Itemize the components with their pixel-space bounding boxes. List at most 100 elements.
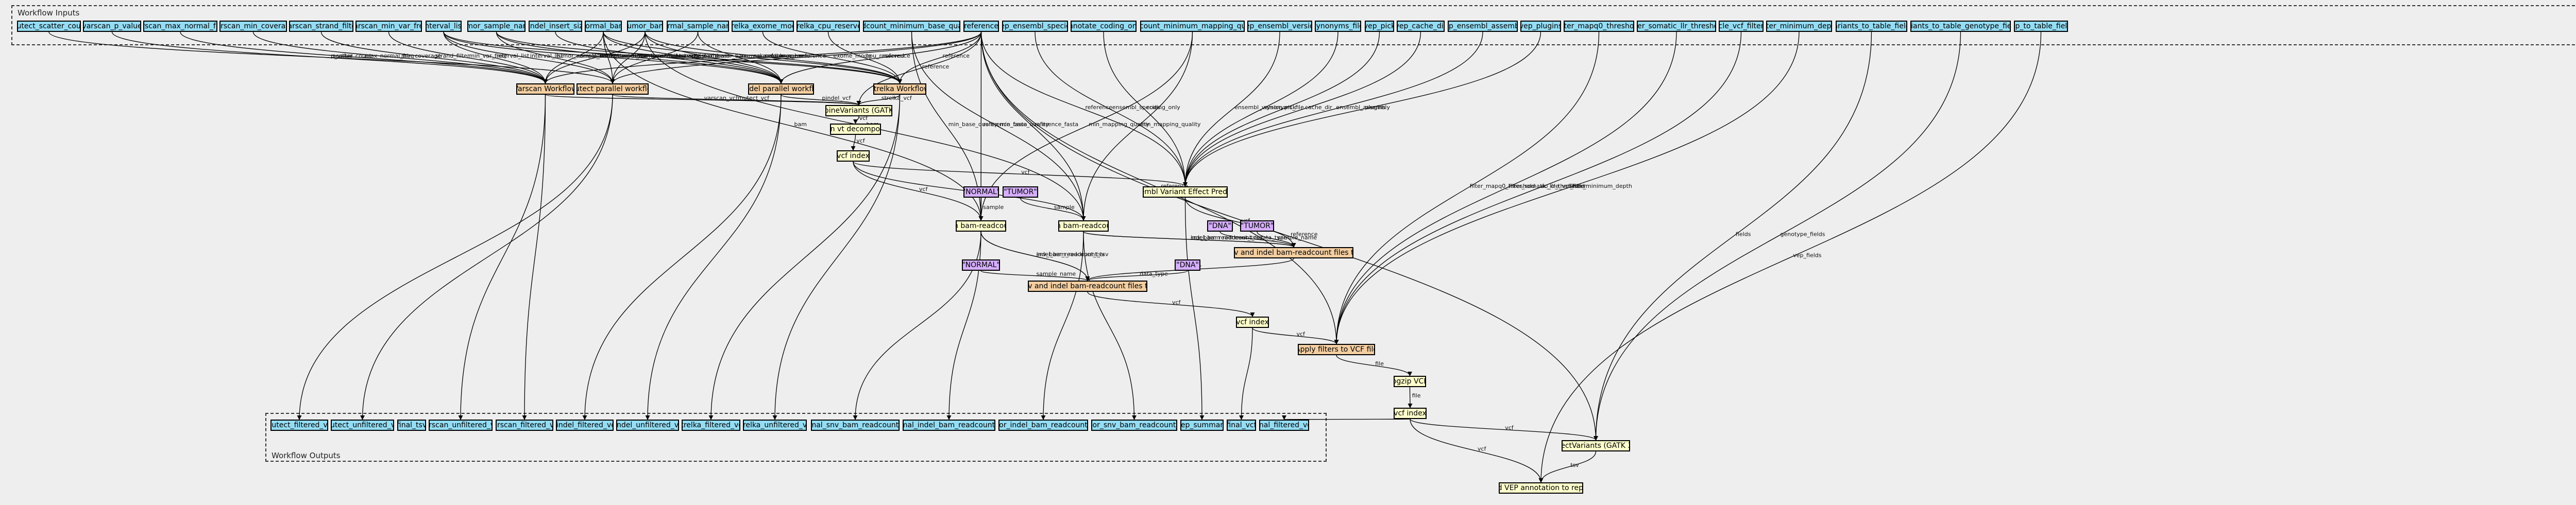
output-final-vcf[interactable]: final_vcf xyxy=(1227,420,1256,431)
output-pindel-filtered-vcf[interactable]: pindel_filtered_vcf xyxy=(556,420,614,431)
add-readcount-dna-step[interactable]: Add snv and indel bam-readcount files to… xyxy=(1028,281,1147,292)
edge-label-do_cle_vcf_filter: do_cle_vcf_filter xyxy=(1541,183,1587,189)
vep-report-step[interactable]: add VEP annotation to report xyxy=(1499,482,1583,494)
vcf-index-step-1[interactable]: vcf index xyxy=(837,150,870,162)
vcf-index-step-3[interactable]: vcf index xyxy=(1394,408,1427,419)
apply-filters-step[interactable]: Apply filters to VCF file xyxy=(1298,344,1375,355)
input-readcount-minimum-base-quality[interactable]: readcount_minimum_base_quality xyxy=(863,21,960,32)
input-vep-ensembl-species[interactable]: vep_ensembl_species xyxy=(1002,21,1068,32)
input-varscan-min-var-freq[interactable]: varscan_min_var_freq xyxy=(355,21,422,32)
combine-variants-step[interactable]: CombineVariants (GATK 3.6) xyxy=(825,105,892,116)
output-final-filtered-vcf[interactable]: final_filtered_vcf xyxy=(1259,420,1309,431)
input-cle-vcf-filter[interactable]: cle_vcf_filter xyxy=(1719,21,1764,32)
output-final-tsv[interactable]: final_tsv xyxy=(397,420,426,431)
output-varscan-filtered-vcf[interactable]: varscan_filtered_vcf xyxy=(496,420,553,431)
input-reference[interactable]: reference xyxy=(963,21,999,32)
edge-label-min_coverage: min_coverage xyxy=(401,53,442,59)
input-tumor-bam[interactable]: tumor_bam xyxy=(627,21,663,32)
output-normal-indel-bam-readcount-tsv[interactable]: normal_indel_bam_readcount_tsv xyxy=(903,420,995,431)
input-synonyms-file[interactable]: synonyms_file xyxy=(1315,21,1361,32)
edge-label-genotype_fields: genotype_fields xyxy=(1781,231,1825,238)
output-tumor-snv-bam-readcount-tsv[interactable]: tumor_snv_bam_readcount_tsv xyxy=(1091,420,1177,431)
input-vep-plugins[interactable]: vep_plugins xyxy=(1520,21,1561,32)
bgzip-vcf-step[interactable]: bgzip VCF xyxy=(1394,376,1426,387)
input-varscan-min-coverage[interactable]: varscan_min_coverage xyxy=(219,21,287,32)
mutect-workflow-node[interactable]: mutect parallel workflow xyxy=(577,83,649,95)
add-readcount-rna-step[interactable]: Add snv and indel bam-readcount files to… xyxy=(1234,247,1353,258)
output-vep-summary[interactable]: vep_summary xyxy=(1180,420,1224,431)
vcf-index-step-2[interactable]: vcf index xyxy=(1236,317,1269,328)
input-pindel-insert-size[interactable]: pindel_insert_size xyxy=(529,21,582,32)
input-normal-bam[interactable]: normal_bam xyxy=(585,21,622,32)
edge-49 xyxy=(911,31,984,221)
pindel-workflow-node[interactable]: pindel parallel workflow xyxy=(748,83,814,95)
input-mutect-scatter-count[interactable]: mutect_scatter_count xyxy=(17,21,81,32)
vep-step[interactable]: Ensembl Variant Effect Predictor xyxy=(1143,186,1228,198)
value-tumor-1: "TUMOR" xyxy=(1003,186,1038,198)
edge-28 xyxy=(778,31,982,84)
input-filter-minimum-depth[interactable]: filter_minimum_depth xyxy=(1766,21,1832,32)
edge-label-tumor_bam: tumor_bam xyxy=(774,53,807,59)
edge-24 xyxy=(762,31,903,84)
edge-9 xyxy=(443,31,902,84)
input-varscan-max-normal-freq[interactable]: varscan_max_normal_freq xyxy=(143,21,217,32)
output-tumor-indel-bam-readcount-tsv[interactable]: tumor_indel_bam_readcount_tsv xyxy=(998,420,1088,431)
edge-label-vep_fields: vep_fields xyxy=(1793,252,1821,259)
edge-label-bam: bam xyxy=(794,121,807,128)
edge-label-filter_mapq0_threshold: filter_mapq0_threshold xyxy=(1470,183,1535,189)
input-variants-to-table-fields[interactable]: variants_to_table_fields xyxy=(1836,21,1907,32)
strelka-workflow-node[interactable]: strelka Workflow xyxy=(873,83,926,95)
input-readcount-minimum-mapping-quality[interactable]: readcount_minimum_mapping_quality xyxy=(1140,21,1245,32)
input-varscan-strand-filter[interactable]: varscan_strand_filter xyxy=(289,21,353,32)
output-mutect-unfiltered-vcf[interactable]: mutect_unfiltered_vcf xyxy=(331,420,394,431)
bam-readcount-tumor-step[interactable]: run bam-readcount xyxy=(1058,220,1109,232)
edge-label-vcf: vcf xyxy=(1297,331,1306,338)
input-normal-sample-name[interactable]: normal_sample_name xyxy=(667,21,729,32)
edge-label-interval_list: interval_list xyxy=(615,53,648,59)
edge-label-file: file xyxy=(1375,360,1384,367)
edge-95 xyxy=(1041,231,1084,420)
output-normal-snv-bam-readcount-tsv[interactable]: normal_snv_bam_readcount_tsv xyxy=(811,420,900,431)
input-variants-to-table-genotype-fields[interactable]: variants_to_table_genotype_fields xyxy=(1910,21,2011,32)
edge-32 xyxy=(612,94,861,106)
edge-68 xyxy=(980,231,1090,281)
edge-label-coding_only: coding_only xyxy=(1146,104,1180,111)
output-strelka-filtered-vcf[interactable]: strelka_filtered_vcf xyxy=(682,420,740,431)
edge-97 xyxy=(1184,197,1205,420)
output-strelka-unfiltered-vcf[interactable]: strelka_unfiltered_vcf xyxy=(743,420,807,431)
input-strelka-exome-mode[interactable]: strelka_exome_mode xyxy=(732,21,794,32)
edge-77 xyxy=(1408,387,1413,408)
input-vep-to-table-fields[interactable]: vep_to_table_fields xyxy=(2014,21,2068,32)
input-vep-ensembl-version[interactable]: vep_ensembl_version xyxy=(1247,21,1312,32)
input-vep-pick[interactable]: vep_pick xyxy=(1365,21,1394,32)
varscan-workflow-node[interactable]: Varscan Workflow xyxy=(516,83,574,95)
edge-label-synonyms_file: synonyms_file xyxy=(1264,104,1304,111)
output-pindel-unfiltered-vcf[interactable]: pindel_unfiltered_vcf xyxy=(616,420,679,431)
bam-readcount-normal-step[interactable]: run bam-readcount xyxy=(956,220,1006,232)
input-filter-mapq0-threshold[interactable]: filter_mapq0_threshold xyxy=(1564,21,1634,32)
input-strelka-cpu-reserved[interactable]: strelka_cpu_reserved xyxy=(796,21,860,32)
input-tumor-sample-name[interactable]: tumor_sample_name xyxy=(467,21,526,32)
edge-label-tumor_sample_name: tumor_sample_name xyxy=(556,53,616,59)
output-mutect-filtered-vcf[interactable]: mutect_filtered_vcf xyxy=(270,420,328,431)
edge-label-ensembl_version: ensembl_version xyxy=(1234,104,1282,111)
edge-5 xyxy=(388,31,548,84)
edge-40 xyxy=(1103,31,1188,187)
edge-37 xyxy=(853,161,1188,187)
edge-label-sample_name: sample_name xyxy=(1037,271,1076,277)
vt-decompose-step[interactable]: run vt decompose xyxy=(830,124,881,135)
edge-99 xyxy=(1283,414,1411,420)
input-annotate-coding-only[interactable]: annotate_coding_only xyxy=(1071,21,1137,32)
input-vep-ensembl-assembly[interactable]: vep_ensembl_assembly xyxy=(1448,21,1518,32)
input-varscan-p-value[interactable]: varscan_p_value xyxy=(83,21,141,32)
output-varscan-unfiltered-vcf[interactable]: varscan_unfiltered_vcf xyxy=(429,420,493,431)
edge-10 xyxy=(496,31,615,84)
input-vep-cache-dir[interactable]: vep_cache_dir xyxy=(1397,21,1445,32)
edge-27 xyxy=(610,31,982,84)
value-normal-2: "NORMAL" xyxy=(962,259,1000,271)
edge-label-pick: pick xyxy=(1284,104,1296,111)
input-interval-list[interactable]: interval_list xyxy=(426,21,462,32)
input-filter-somatic-llr-threshold[interactable]: filter_somatic_llr_threshold xyxy=(1637,21,1716,32)
select-variants-step[interactable]: SelectVariants (GATK 3.6) xyxy=(1562,440,1630,451)
edge-label-exome_mode: exome_mode xyxy=(834,53,872,59)
